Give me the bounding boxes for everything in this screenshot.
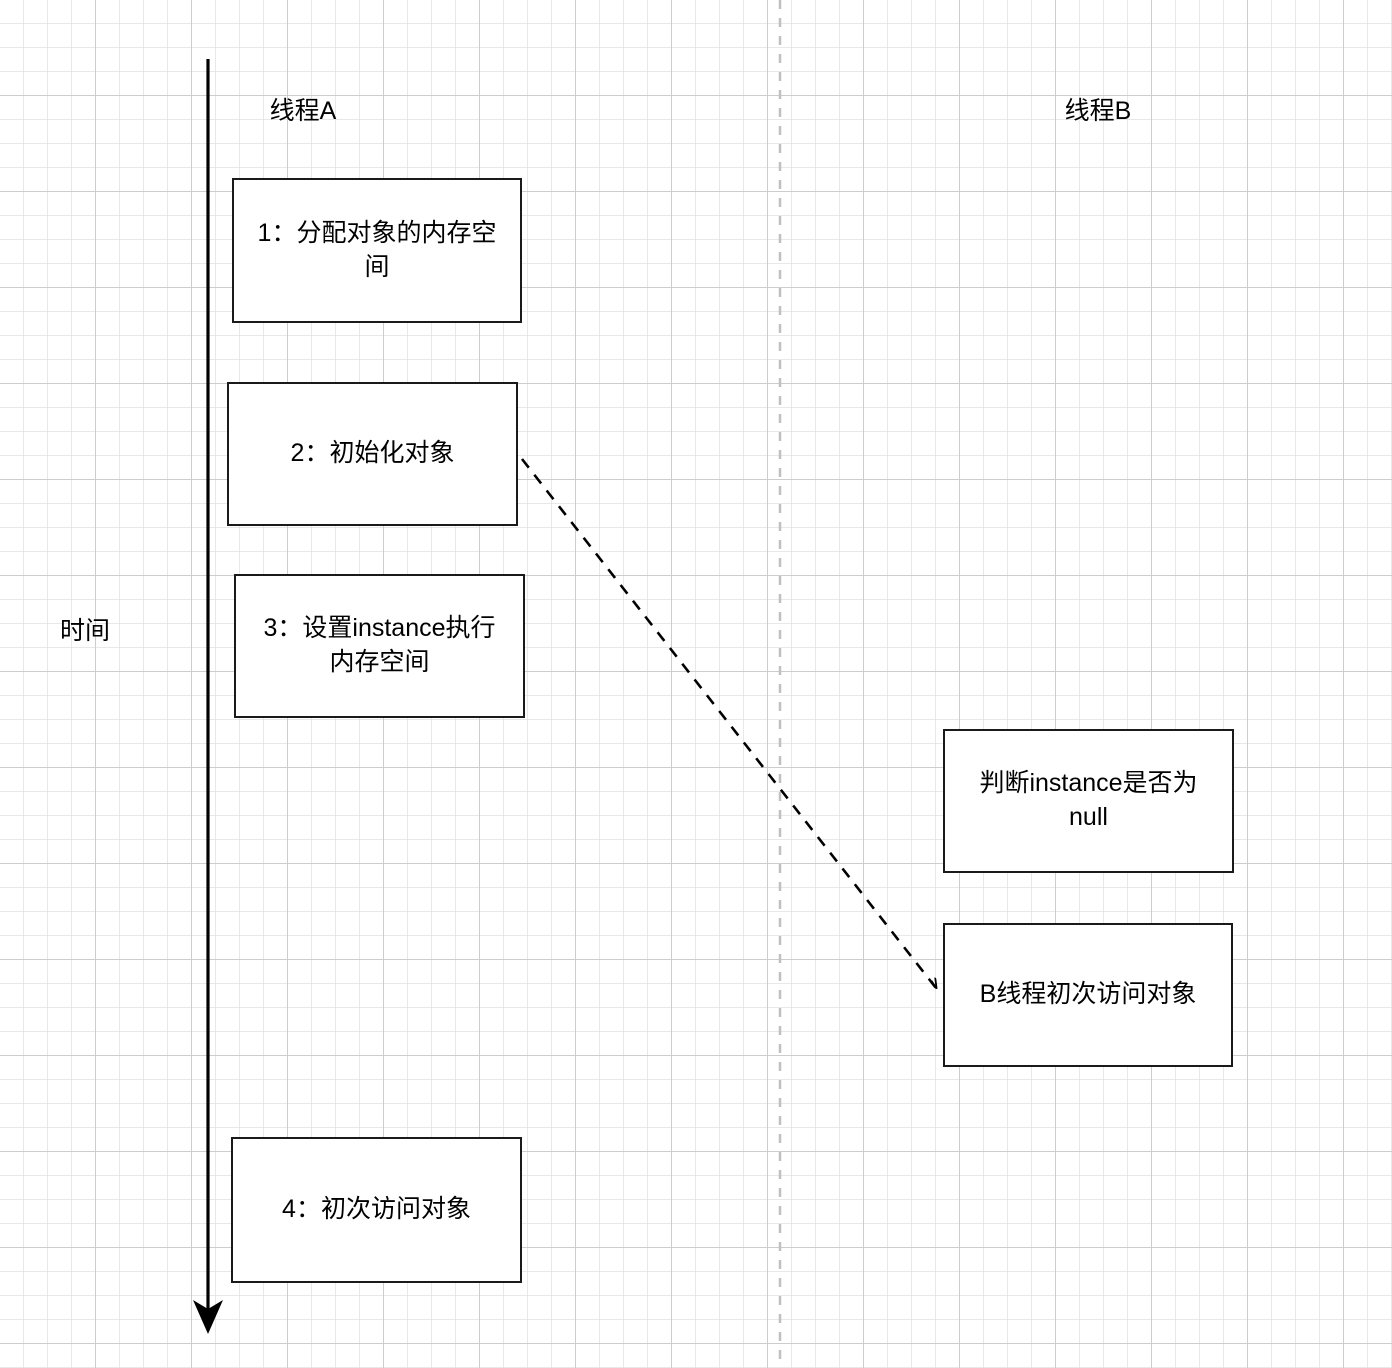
time-axis-arrowhead xyxy=(193,1300,223,1334)
node-check-instance-null[interactable]: 判断instance是否为 null xyxy=(943,729,1234,873)
node-allocate-memory[interactable]: 1：分配对象的内存空 间 xyxy=(232,178,522,323)
node-set-instance-reference[interactable]: 3：设置instance执行 内存空间 xyxy=(234,574,525,718)
node-first-access-object[interactable]: 4：初次访问对象 xyxy=(231,1137,522,1283)
lane-header-thread-b: 线程B xyxy=(1064,97,1132,125)
edge-a2-to-b2 xyxy=(520,458,936,988)
lane-header-thread-a: 线程A xyxy=(269,97,337,125)
node-thread-b-first-access[interactable]: B线程初次访问对象 xyxy=(943,923,1233,1067)
time-axis-label: 时间 xyxy=(60,617,111,645)
node-initialize-object[interactable]: 2：初始化对象 xyxy=(227,382,518,526)
